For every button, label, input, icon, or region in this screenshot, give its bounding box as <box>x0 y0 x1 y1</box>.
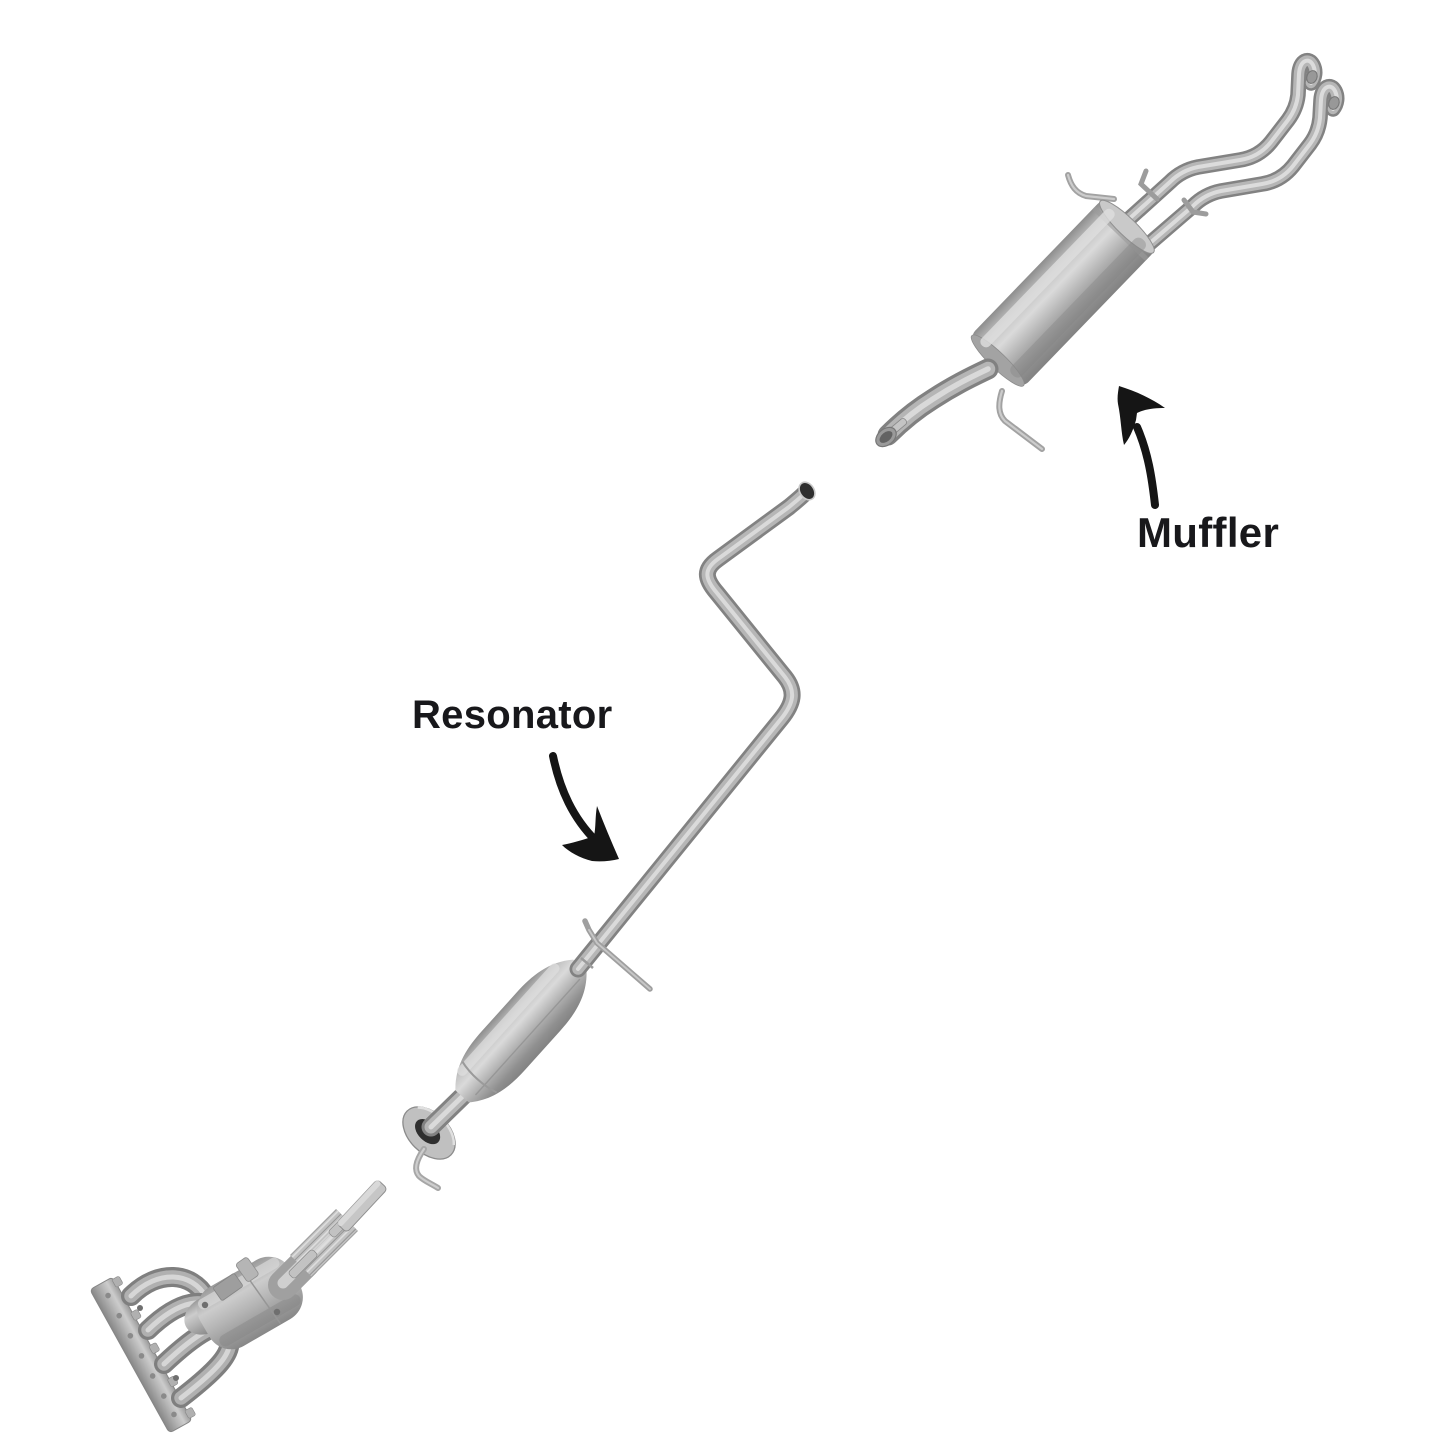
muffler-top-hanger-rod <box>1065 172 1117 202</box>
resonator-flange-hanger-rod <box>413 1146 441 1191</box>
muffler-bottom-hanger-rod <box>996 388 1045 452</box>
tailpipe-brackets <box>1138 168 1209 217</box>
resonator-part <box>402 481 816 1191</box>
tailpipe-left <box>1108 61 1315 238</box>
oxygen-sensor-boss <box>236 1257 259 1282</box>
resonator-mid-hanger-rod <box>582 918 653 992</box>
muffler-part <box>875 61 1341 452</box>
resonator-label: Resonator <box>412 693 613 737</box>
muffler-inlet-pipe <box>875 369 988 448</box>
muffler-label: Muffler <box>1137 509 1280 556</box>
flex-collar-lower <box>288 1249 318 1279</box>
muffler-body <box>970 199 1155 387</box>
muffler-tailpipes <box>1108 61 1341 262</box>
catalytic-converter-manifold-part <box>90 1180 387 1433</box>
muffler-arrow-icon <box>1117 386 1165 509</box>
inlet-pipe-open-end <box>875 426 897 448</box>
converter-bracket <box>213 1273 243 1301</box>
pipe-weld-ring <box>580 957 594 969</box>
resonator-body <box>455 959 587 1103</box>
resonator-pipe-open-end <box>798 481 816 501</box>
manifold-flange-studs <box>105 1292 177 1418</box>
resonator-arrow-icon <box>549 752 619 862</box>
tailpipe-left-tip-opening <box>1306 70 1318 84</box>
flex-pipe-flange <box>337 1180 387 1232</box>
tailpipe-right <box>1128 87 1337 262</box>
tailpipe-right-tip-opening <box>1328 96 1340 110</box>
converter-bolts <box>137 1301 281 1381</box>
